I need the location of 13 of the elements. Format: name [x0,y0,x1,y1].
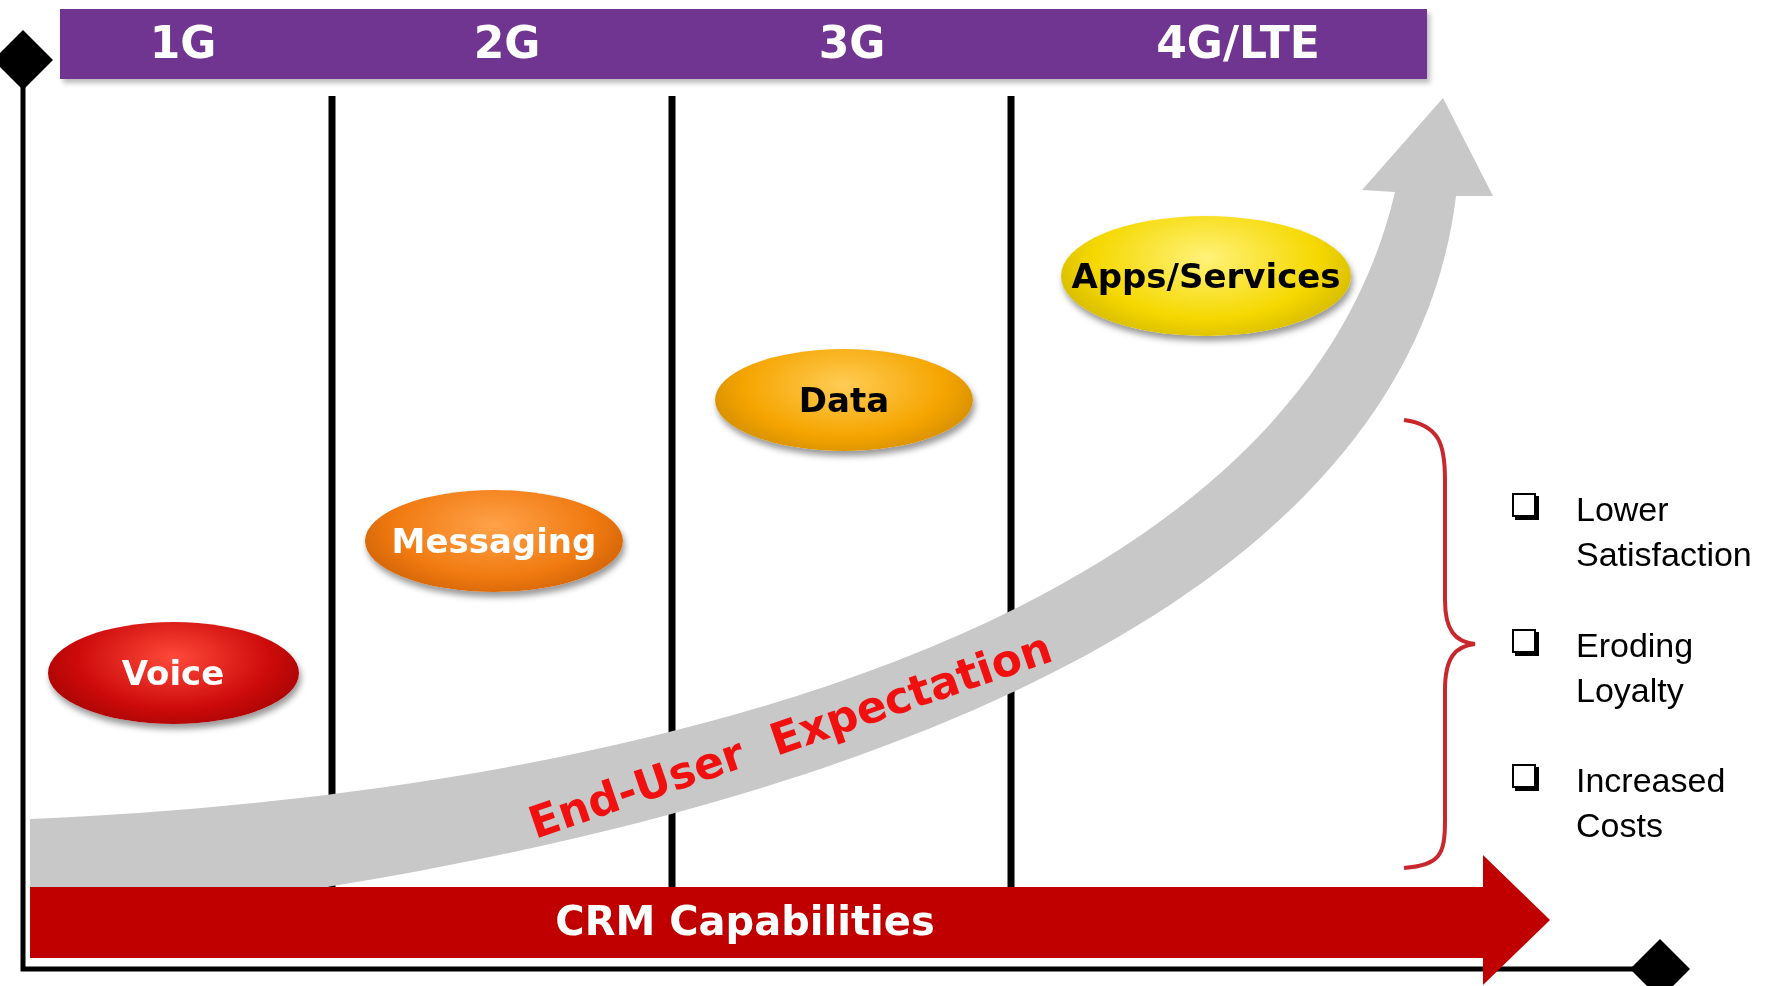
header-label: 1G [149,17,217,68]
bullet-text: Eroding Loyalty [1576,625,1695,711]
bullet-text: Increased Costs [1576,760,1727,846]
ellipse-node: Data [715,349,973,451]
header-label: 2G [473,17,541,68]
bullet-text: Lower Satisfaction [1576,489,1753,575]
header-band [60,9,1427,79]
ellipse-node: Voice [47,622,299,724]
ellipse-node: Messaging [365,490,623,592]
ellipse-node: Apps/Services [1061,216,1351,336]
header-label: 4G/LTE [1156,17,1320,68]
arrow-label: CRM Capabilities [555,898,935,944]
header-label: 3G [818,17,886,68]
